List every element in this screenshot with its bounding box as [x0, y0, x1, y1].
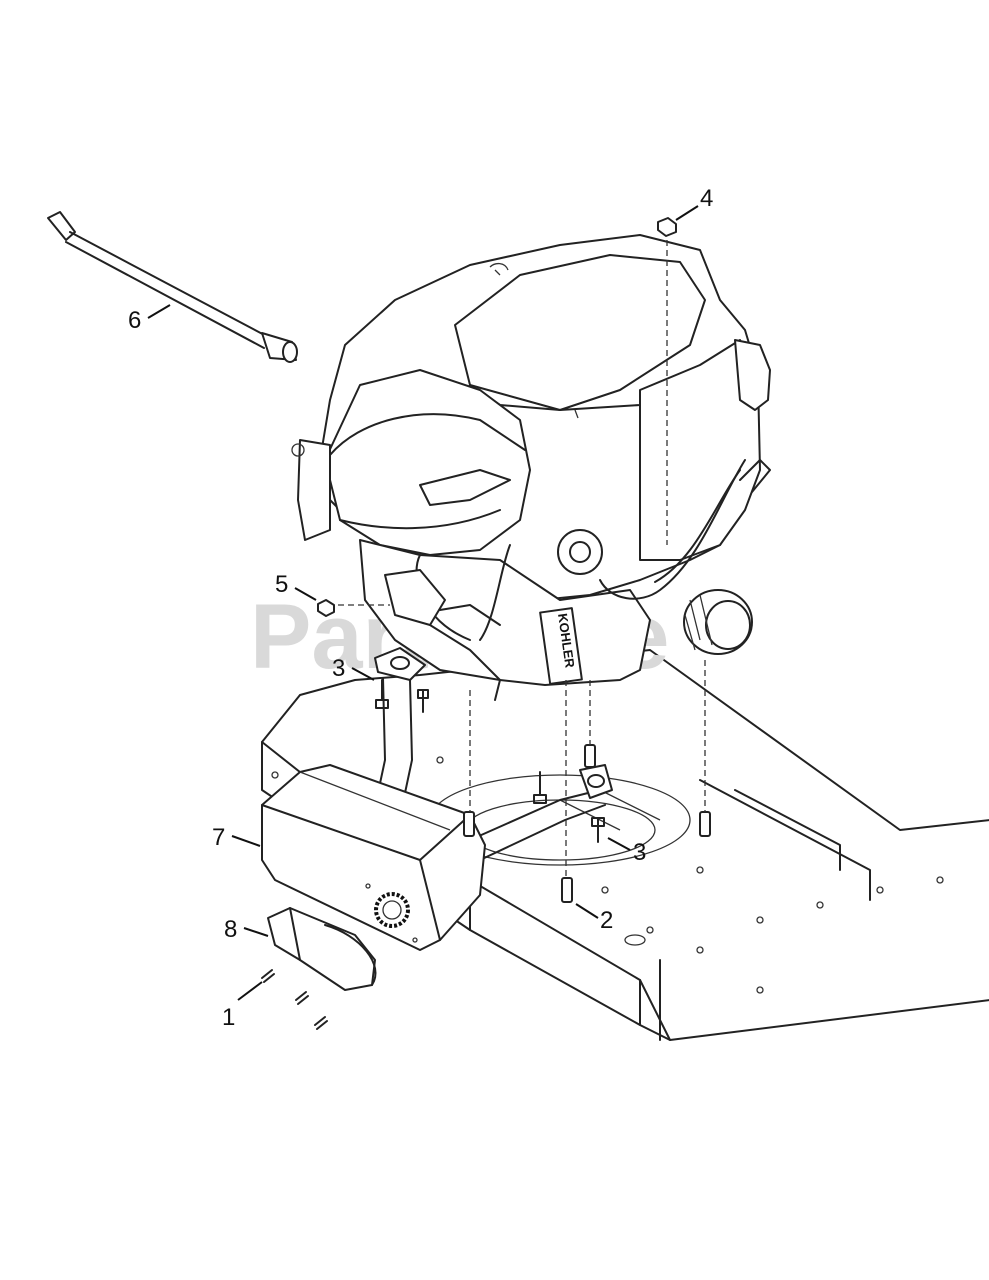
nut — [657, 217, 677, 237]
muffler — [261, 764, 486, 951]
callout-3a: 3 — [332, 655, 375, 682]
bolt — [533, 771, 547, 804]
callout-6: 6 — [128, 304, 171, 334]
callout-5-label: 5 — [275, 571, 288, 598]
callout-5: 5 — [275, 571, 317, 601]
stud — [561, 877, 573, 903]
screw — [261, 969, 275, 983]
bolt — [417, 689, 429, 713]
engine: KOHLER — [291, 234, 771, 701]
dipstick-tube — [47, 211, 298, 363]
callout-7-label: 7 — [212, 824, 225, 851]
stud — [699, 811, 711, 837]
callout-8-label: 8 — [224, 916, 237, 943]
callout-7: 7 — [212, 824, 261, 851]
oil-filter — [683, 589, 753, 655]
nut — [317, 599, 335, 617]
kohler-badge: KOHLER — [539, 607, 583, 685]
callout-1-label: 1 — [222, 1004, 235, 1031]
fasteners — [261, 217, 711, 1030]
callouts: 1 2 3 3 4 5 6 7 — [128, 185, 713, 1031]
bolt — [591, 817, 605, 843]
heat-shield — [267, 907, 377, 991]
bolt — [375, 679, 389, 709]
callout-6-label: 6 — [128, 307, 141, 334]
screw — [295, 991, 309, 1005]
callout-8: 8 — [224, 916, 269, 943]
stud — [584, 744, 596, 768]
callout-4-label: 4 — [700, 185, 713, 212]
spark-arrestor — [374, 892, 410, 928]
callout-1: 1 — [222, 981, 263, 1031]
callout-3a-label: 3 — [332, 655, 345, 682]
callout-2: 2 — [575, 903, 613, 934]
callout-3b: 3 — [607, 837, 646, 866]
callout-4: 4 — [675, 185, 713, 221]
screw — [314, 1016, 328, 1030]
stud — [463, 811, 475, 837]
callout-3b-label: 3 — [633, 839, 646, 866]
callout-2-label: 2 — [600, 907, 613, 934]
